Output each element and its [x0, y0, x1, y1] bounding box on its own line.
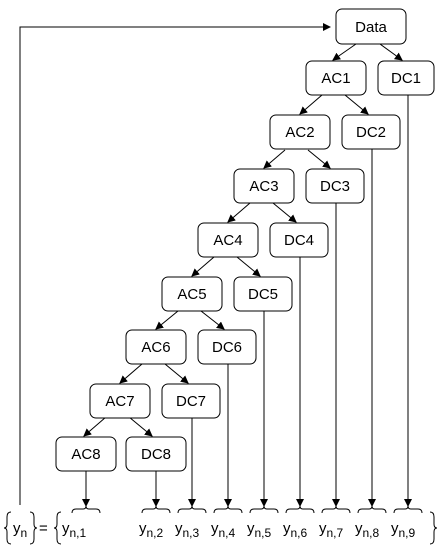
node-ac5-label: AC5 [177, 286, 206, 303]
node-dc7: DC7 [161, 383, 221, 419]
node-dc2-label: DC2 [356, 124, 386, 141]
node-ac3: AC3 [233, 168, 295, 204]
outer-left-brace [53, 511, 62, 545]
output-item: yn,3 [175, 505, 207, 540]
output-item: yn,4 [211, 505, 243, 540]
output-brace [285, 505, 315, 514]
node-ac6: AC6 [125, 329, 187, 365]
output-label: yn,3 [175, 520, 200, 540]
output-equation: yn = yn,1 yn,2 yn,3 yn,4 [3, 505, 438, 545]
edge-ac2-dc3 [307, 149, 331, 169]
connector-lines [19, 23, 412, 507]
edge-ac6-dc7 [164, 363, 189, 384]
edge-ac6-ac7 [119, 363, 143, 384]
output-label: yn,5 [247, 520, 272, 540]
equals-sign: = [39, 520, 48, 537]
node-dc5: DC5 [233, 276, 293, 312]
output-label: yn,4 [211, 520, 236, 540]
node-ac6-label: AC6 [141, 339, 170, 356]
output-brace [357, 505, 387, 514]
node-ac7: AC7 [89, 383, 151, 419]
output-items: yn,1 yn,2 yn,3 yn,4 yn,5 yn,6 [62, 505, 423, 540]
output-item: yn,5 [247, 505, 279, 540]
output-item: yn,1 [62, 505, 101, 540]
output-item: yn,7 [319, 505, 351, 540]
edge-ac5-ac6 [155, 310, 179, 330]
node-data: Data [335, 8, 407, 45]
node-dc1-label: DC1 [391, 70, 421, 87]
edge-ac4-dc5 [236, 256, 261, 277]
edge-ac3-dc4 [272, 202, 297, 223]
output-label: yn,1 [62, 520, 87, 540]
output-label: yn,6 [283, 520, 308, 540]
output-item: yn,6 [283, 505, 315, 540]
node-dc8: DC8 [125, 436, 187, 472]
node-ac3-label: AC3 [249, 178, 278, 195]
node-ac4: AC4 [197, 222, 259, 258]
node-dc8-label: DC8 [141, 446, 171, 463]
node-dc3-label: DC3 [320, 178, 350, 195]
node-dc2: DC2 [341, 114, 401, 150]
edge-data-dc1 [379, 43, 403, 61]
edge-ac7-ac8 [83, 416, 107, 437]
node-dc4: DC4 [269, 222, 329, 258]
node-ac2: AC2 [269, 114, 331, 150]
output-item: yn,8 [355, 505, 387, 540]
output-label: yn,2 [139, 520, 164, 540]
node-ac7-label: AC7 [105, 393, 134, 410]
node-dc7-label: DC7 [176, 393, 206, 410]
left-brace-yn [3, 511, 12, 545]
output-label: yn,7 [319, 520, 344, 540]
output-label: yn,8 [355, 520, 380, 540]
output-brace [321, 505, 351, 514]
node-ac5: AC5 [161, 276, 223, 312]
edge-ac1-ac2 [299, 94, 323, 115]
output-brace [141, 505, 171, 514]
edge-data-ac1 [332, 43, 357, 61]
input-arrow [19, 23, 331, 505]
output-brace [177, 505, 207, 514]
node-ac8: AC8 [55, 436, 117, 472]
output-brace [249, 505, 279, 514]
node-dc6: DC6 [197, 329, 257, 365]
output-label: yn,9 [391, 520, 416, 540]
edge-ac4-ac5 [191, 256, 215, 277]
node-ac8-label: AC8 [71, 446, 100, 463]
node-dc6-label: DC6 [212, 339, 242, 356]
output-item: yn,9 [391, 505, 423, 540]
edge-ac7-dc8 [128, 416, 153, 437]
node-dc1: DC1 [377, 60, 435, 96]
output-brace [71, 505, 101, 514]
node-data-label: Data [355, 19, 387, 36]
output-brace [393, 505, 423, 514]
output-item: yn,2 [139, 505, 171, 540]
edge-ac1-dc2 [344, 94, 369, 115]
node-dc5-label: DC5 [248, 286, 278, 303]
edge-ac5-dc6 [200, 310, 225, 330]
node-ac1: AC1 [305, 60, 367, 96]
edge-ac2-ac3 [263, 149, 286, 169]
yn-label: yn [13, 520, 27, 540]
node-dc4-label: DC4 [284, 232, 314, 249]
right-brace-yn [29, 511, 38, 545]
outer-right-brace [429, 511, 438, 545]
node-dc3: DC3 [305, 168, 365, 204]
output-brace [213, 505, 243, 514]
edge-ac3-ac4 [227, 202, 251, 223]
node-ac1-label: AC1 [321, 70, 350, 87]
node-ac4-label: AC4 [213, 232, 242, 249]
node-ac2-label: AC2 [285, 124, 314, 141]
